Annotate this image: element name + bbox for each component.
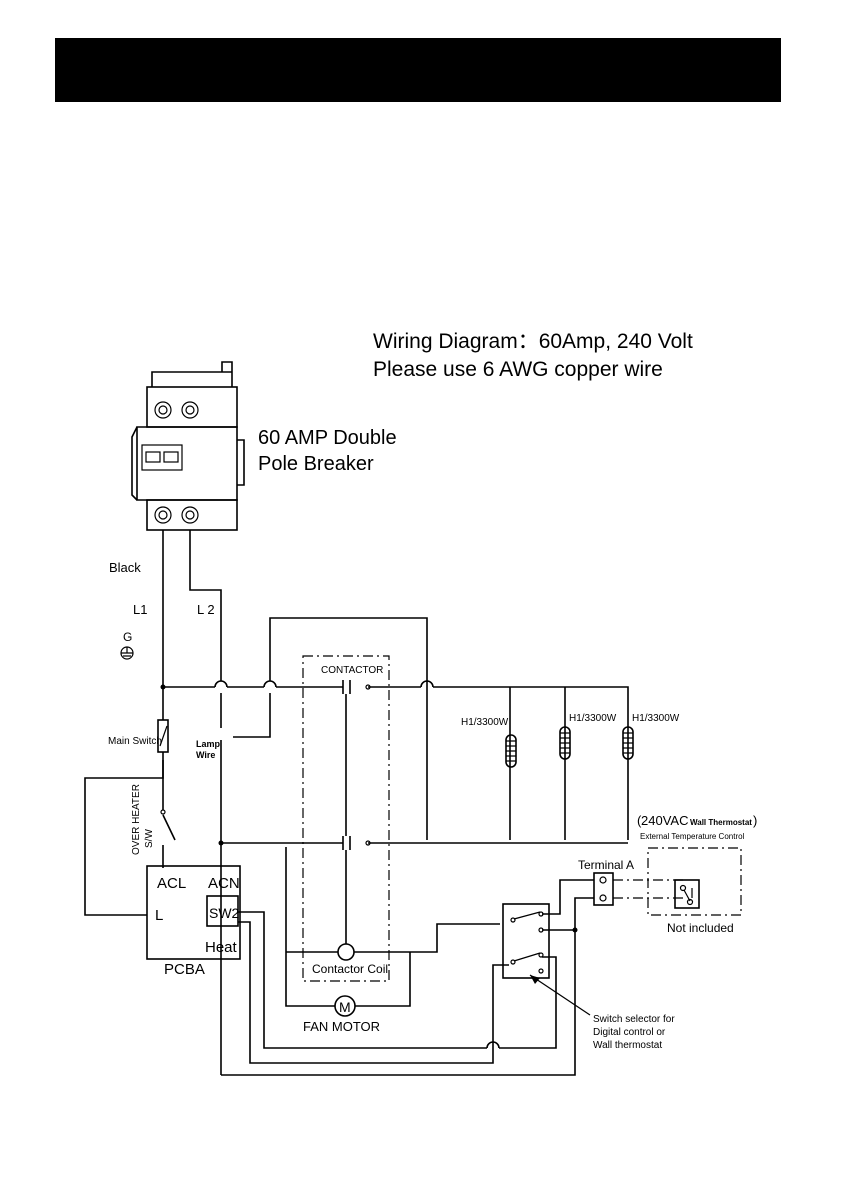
- pcba-label: PCBA: [164, 961, 205, 978]
- external-thermostat-box: [647, 847, 742, 916]
- heater-1-label: H1/3300W: [461, 717, 509, 728]
- wall-thermostat: [674, 879, 700, 909]
- not-included-label: Not included: [667, 921, 734, 935]
- thermostat-caption: External Temperature Control: [640, 832, 745, 841]
- lamp-wire-label: Lamp: [196, 739, 221, 749]
- double-pole-breaker: [131, 361, 245, 531]
- thermostat-voltage: 240VAC: [641, 813, 688, 828]
- switch-selector: [502, 903, 550, 979]
- contactor-label: CONTACTOR: [321, 665, 383, 676]
- over-heater-sw-label: S/W: [144, 829, 155, 848]
- pcba-acl: ACL: [157, 875, 186, 892]
- breaker-label-2: Pole Breaker: [258, 453, 374, 475]
- fan-motor-symbol: M: [339, 999, 351, 1015]
- thermostat-paren-open: (: [637, 813, 642, 828]
- thermostat-name: Wall Thermostat: [690, 818, 752, 827]
- terminal-a: [593, 872, 614, 906]
- heater-3: [622, 726, 634, 760]
- heater-1: [505, 734, 517, 768]
- selector-note-2: Digital control or: [593, 1027, 666, 1038]
- heater-2-label: H1/3300W: [569, 713, 617, 724]
- heater-3-label: H1/3300W: [632, 713, 680, 724]
- selector-note: Switch selector for: [593, 1014, 675, 1025]
- l1-label: L1: [133, 602, 147, 617]
- ground-label: G: [123, 630, 132, 644]
- pcba-acn: ACN: [208, 875, 240, 892]
- contactor-coil-label: Contactor Coil: [312, 962, 388, 976]
- breaker-label: 60 AMP Double: [258, 427, 397, 449]
- black-wire-label: Black: [109, 560, 141, 575]
- lamp-wire-label-2: Wire: [196, 750, 215, 760]
- over-heater-label: OVER HEATER: [131, 784, 142, 855]
- heater-2: [559, 726, 571, 760]
- pcba-heat: Heat: [205, 939, 238, 956]
- diagram-title: Wiring Diagram：60Amp, 240 Volt: [373, 330, 693, 353]
- contactor-coil: [337, 943, 355, 961]
- contactor-box: [302, 655, 390, 982]
- wire-note: Please use 6 AWG copper wire: [373, 358, 663, 381]
- main-switch-label: Main Switch: [108, 736, 162, 747]
- l2-label: L 2: [197, 602, 215, 617]
- fan-motor-label: FAN MOTOR: [303, 1019, 380, 1034]
- pcba-sw2: SW2: [209, 905, 240, 921]
- header-bar: [55, 38, 781, 102]
- ground-icon: [120, 646, 134, 660]
- terminal-a-label: Terminal A: [578, 858, 634, 872]
- pcba-l: L: [155, 907, 163, 924]
- thermostat-paren-close: ): [753, 813, 757, 828]
- selector-note-3: Wall thermostat: [593, 1040, 662, 1051]
